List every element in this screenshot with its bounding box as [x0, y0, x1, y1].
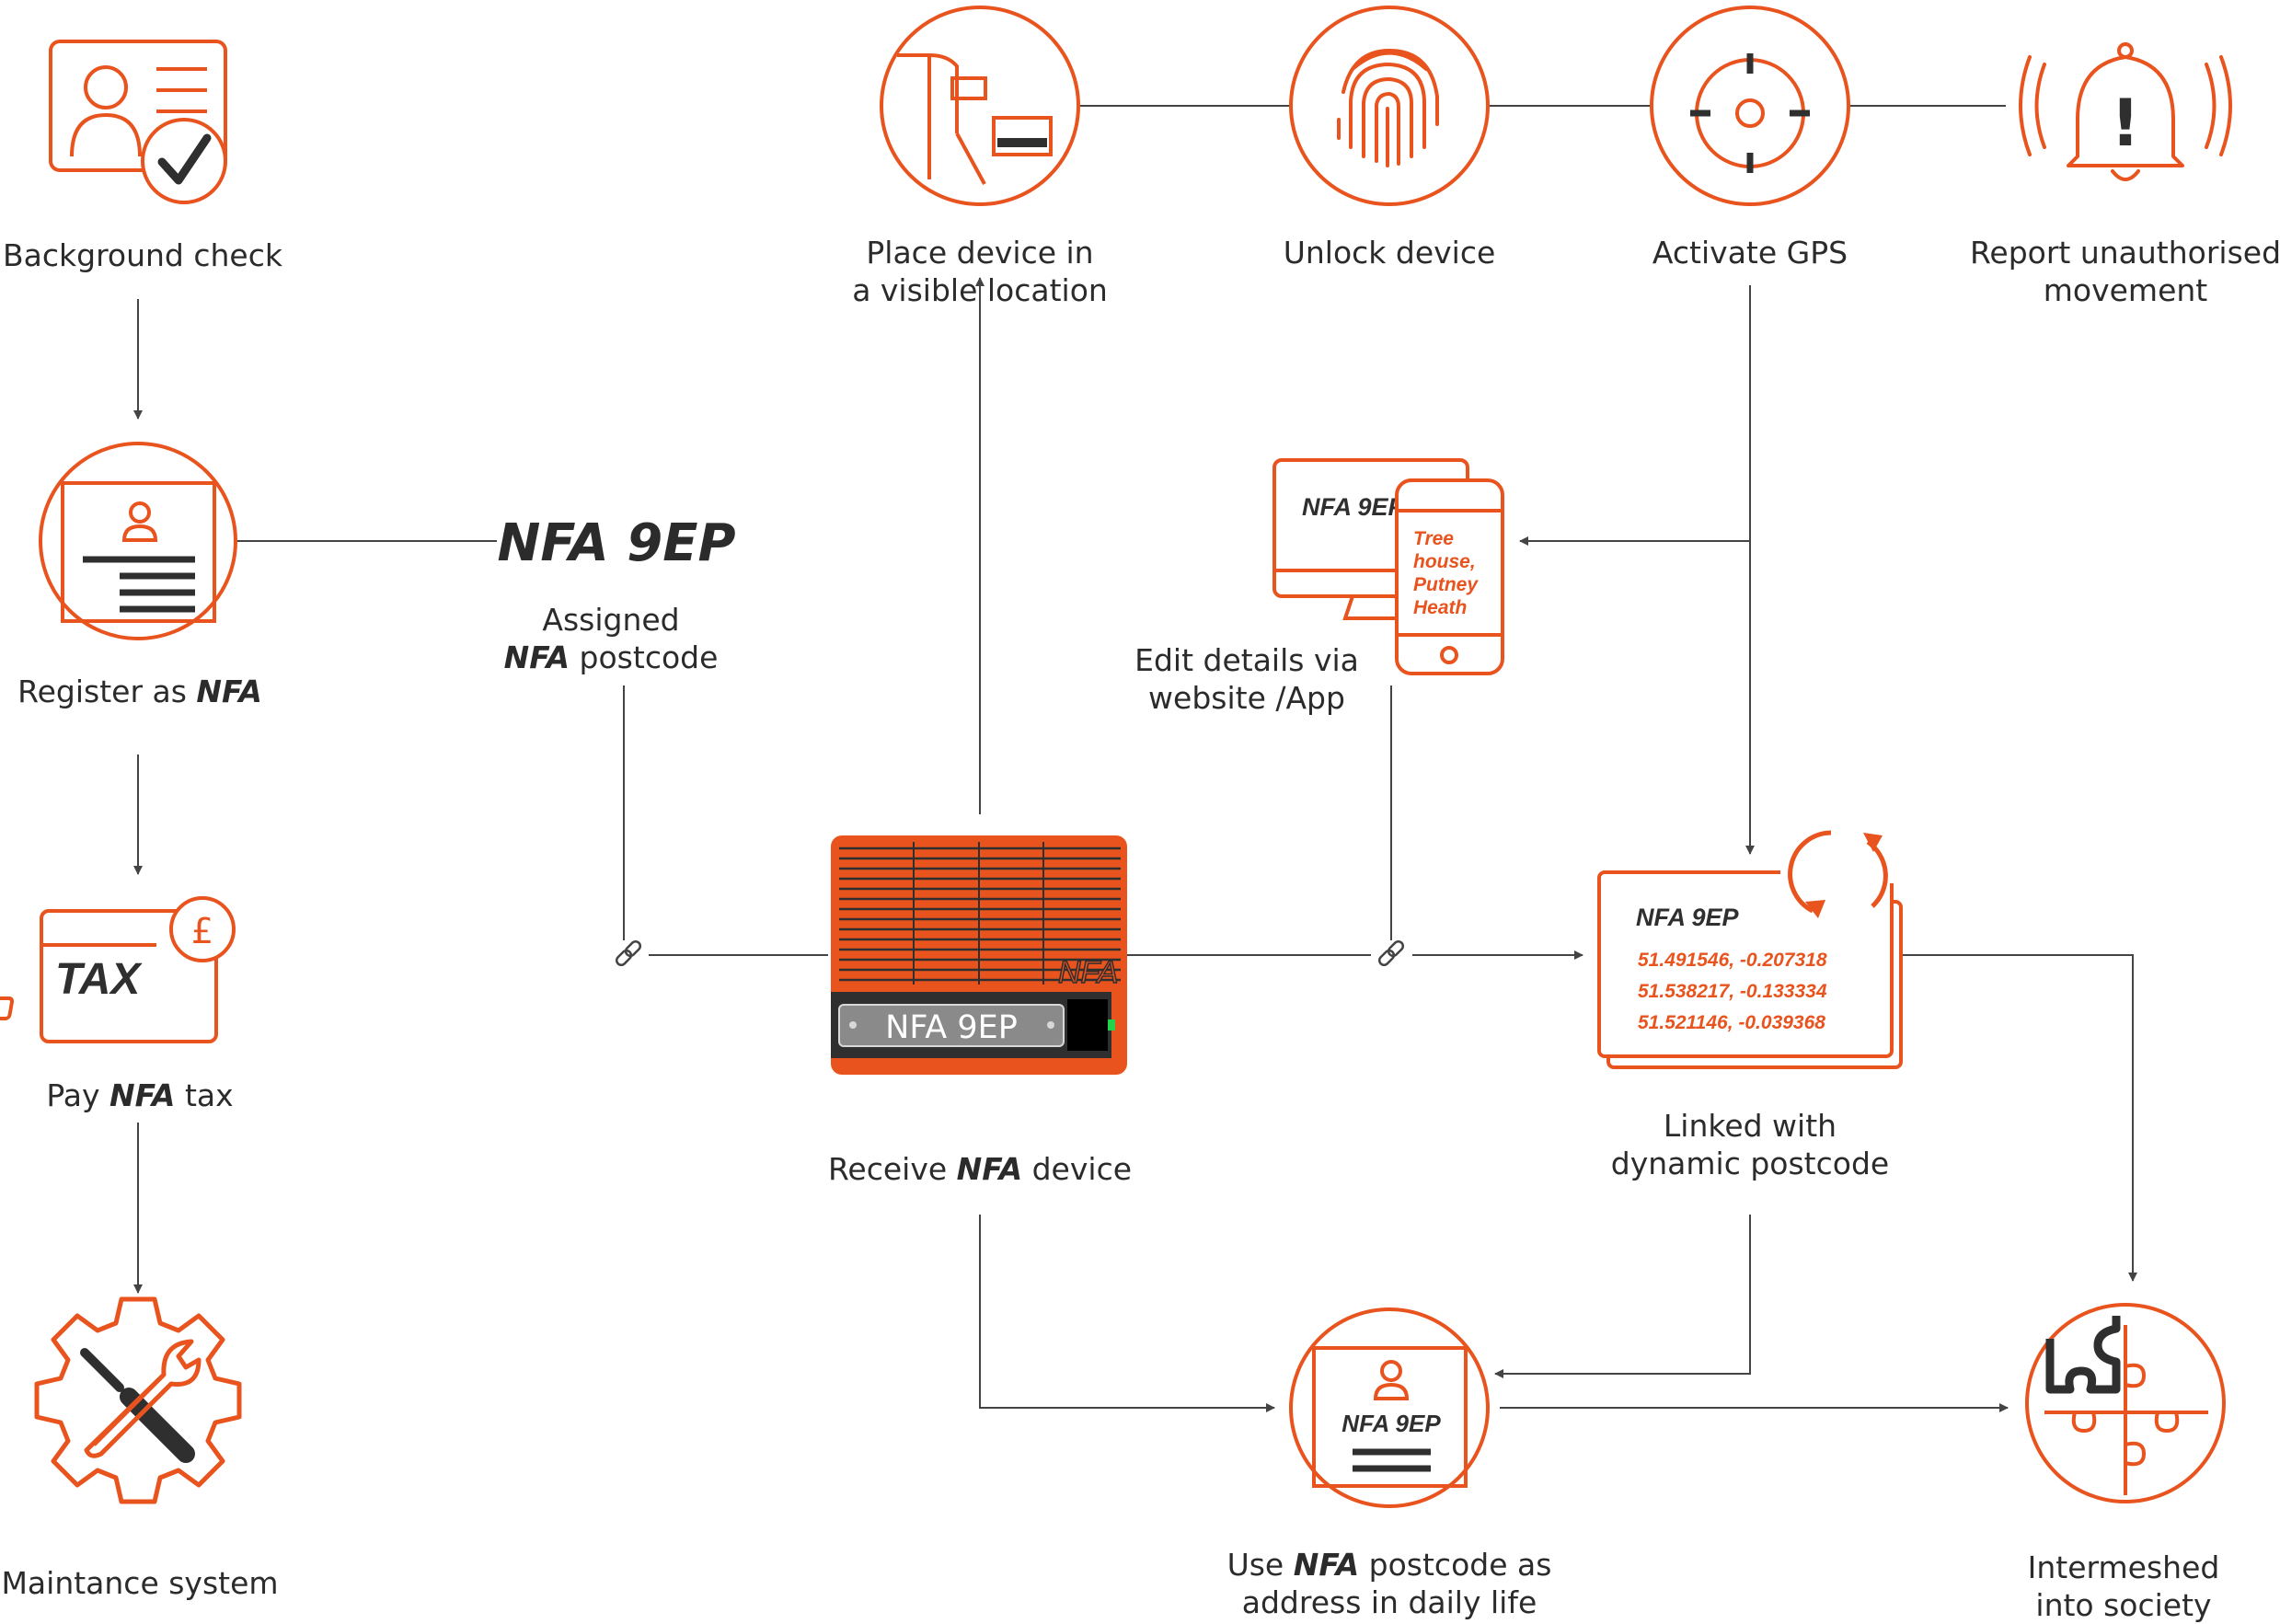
- daily-life-postcode-text: NFA 9EP: [1342, 1410, 1441, 1437]
- label-edit-line1: Edit details via: [1134, 642, 1359, 678]
- label-linked-line2: dynamic postcode: [1610, 1146, 1890, 1181]
- device-logo-text: NFA: [1058, 955, 1118, 990]
- label-assigned-line2: NFA postcode: [504, 639, 719, 676]
- dynamic-postcode-card-icon: NFA 9EP 51.491546, -0.207318 51.538217, …: [1597, 828, 1903, 1069]
- label-use-em: NFA: [1293, 1547, 1360, 1583]
- alert-exclamation: !: [2111, 86, 2140, 161]
- label-receive-pre: Receive: [827, 1151, 957, 1187]
- chain-link-icon: [615, 939, 642, 967]
- label-assigned-em: NFA: [503, 639, 570, 675]
- label-register-as-nfa: Register as NFA: [17, 673, 262, 710]
- id-card-check-icon: [49, 40, 227, 204]
- label-edit-details: Edit details via website /App: [1134, 641, 1359, 717]
- label-unlock-device: Unlock device: [1283, 235, 1496, 271]
- label-report-line2: movement: [2043, 272, 2208, 308]
- label-pay-post: tax: [175, 1077, 234, 1113]
- arrow-linked-to-intermeshed: [1903, 954, 2137, 1282]
- label-background-check: Background check: [3, 237, 282, 273]
- monitor-phone-icon: NFA 9EP Tree house, Putney Heath: [1272, 458, 1504, 675]
- label-receive-em: NFA: [956, 1151, 1023, 1187]
- label-intermeshed: Intermeshed into society: [2028, 1549, 2220, 1624]
- card-postcode-title: NFA 9EP: [1636, 904, 1740, 931]
- phone-address-line: Putney: [1413, 574, 1479, 595]
- pound-symbol: £: [191, 911, 213, 951]
- label-use-postcode: Use NFA postcode as address in daily lif…: [1227, 1546, 1552, 1621]
- gps-coordinate: 51.521146, -0.039368: [1638, 1012, 1825, 1033]
- device-plate-text: NFA 9EP: [885, 1009, 1018, 1046]
- label-intermeshed-line2: into society: [2035, 1587, 2212, 1623]
- label-use-post: postcode as: [1359, 1547, 1552, 1583]
- refresh-icon: [1788, 830, 1832, 914]
- label-activate-gps: Activate GPS: [1652, 235, 1848, 271]
- phone-address-line: Heath: [1413, 597, 1467, 618]
- gps-coordinate: 51.491546, -0.207318: [1638, 950, 1827, 971]
- house-device-icon: [880, 6, 1080, 206]
- label-pay-em: NFA: [109, 1077, 176, 1113]
- phone-address-line: Tree: [1413, 528, 1454, 549]
- register-document-icon: [39, 442, 237, 640]
- label-register-pre: Register as: [17, 674, 197, 709]
- arrow-linked-to-daily: [1494, 1215, 1751, 1378]
- label-assigned: Assigned NFA postcode: [504, 601, 719, 676]
- arrow-device-to-daily: [979, 1215, 1275, 1412]
- label-linked-line1: Linked with: [1663, 1108, 1837, 1144]
- nfa-device-icon: NFA NFA 9EP: [831, 835, 1127, 1075]
- label-report-line1: Report unauthorised: [1969, 235, 2280, 271]
- puzzle-icon: [2025, 1303, 2226, 1503]
- label-intermeshed-line1: Intermeshed: [2027, 1549, 2220, 1585]
- alarm-bell-icon: !: [2019, 42, 2232, 181]
- tax-text: TAX: [55, 955, 143, 1004]
- label-linked-dynamic: Linked with dynamic postcode: [1611, 1107, 1889, 1182]
- label-place-device: Place device in a visible location: [852, 234, 1108, 309]
- chain-link-icon: [1377, 939, 1405, 967]
- phone-address-line: house,: [1413, 551, 1476, 572]
- fingerprint-icon: [1289, 6, 1490, 206]
- label-register-em: NFA: [196, 674, 262, 709]
- label-use-line1: Use NFA postcode as: [1227, 1546, 1552, 1584]
- monitor-postcode-text: NFA 9EP: [1302, 493, 1406, 521]
- label-pay-tax: Pay NFA tax: [46, 1077, 233, 1114]
- label-receive-device: Receive NFA device: [828, 1150, 1132, 1188]
- label-edit-line2: website /App: [1148, 680, 1345, 716]
- address-card-icon: NFA 9EP: [1289, 1307, 1490, 1508]
- label-place-line1: Place device in: [866, 235, 1094, 271]
- label-place-line2: a visible location: [852, 272, 1108, 308]
- label-assigned-line1: Assigned: [542, 602, 680, 638]
- connectors: [133, 105, 2137, 1412]
- label-receive-post: device: [1022, 1151, 1133, 1187]
- assigned-postcode-big: NFA 9EP: [497, 513, 736, 573]
- gps-coordinate: 51.538217, -0.133334: [1638, 981, 1827, 1002]
- gps-target-icon: [1650, 6, 1850, 206]
- label-use-pre: Use: [1226, 1547, 1294, 1583]
- label-assigned-post: postcode: [570, 639, 719, 675]
- gear-tools-icon: [34, 1296, 242, 1504]
- tax-card-icon: TAX £: [0, 896, 236, 1043]
- label-use-line2: address in daily life: [1241, 1584, 1537, 1620]
- label-report-movement: Report unauthorised movement: [1970, 234, 2280, 309]
- label-pay-pre: Pay: [46, 1077, 110, 1113]
- label-maintenance: Maintance system: [1, 1565, 279, 1601]
